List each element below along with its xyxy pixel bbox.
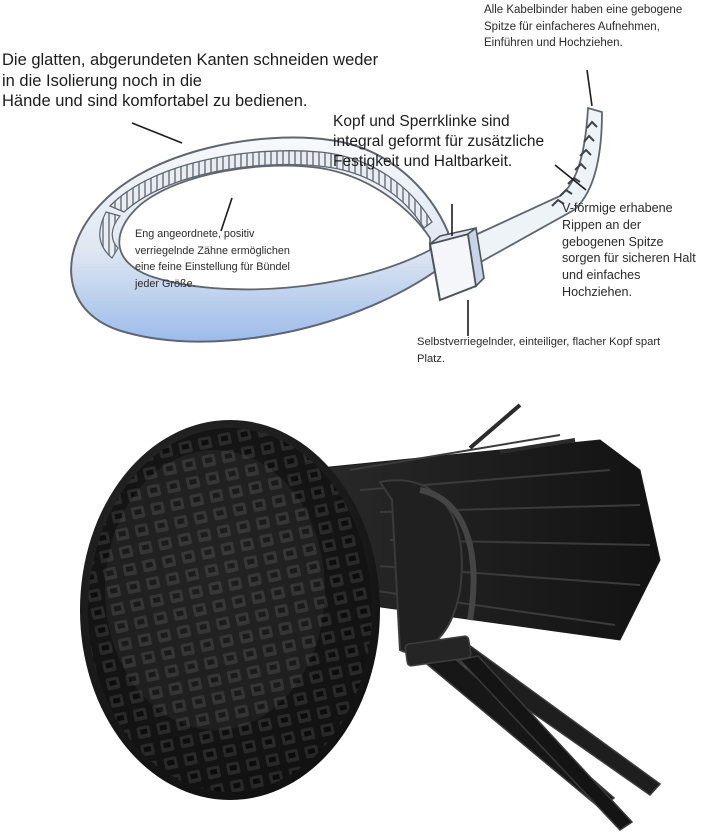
annotation-curved-tip: Alle Kabelbinder haben eine gebogene Spi…	[484, 4, 683, 49]
annotation-head-pawl: Kopf und Sperrklinke sind integral gefor…	[333, 113, 545, 170]
cable-tie-illustration	[70, 69, 603, 343]
bundle-binding-straps	[378, 479, 477, 654]
tie-tail	[458, 106, 603, 270]
tie-band-side	[99, 211, 122, 259]
annotation-v-ribs: V-förmige erhabene Rippen an der gebogen…	[562, 201, 696, 299]
loose-ties	[404, 635, 662, 831]
callout-lines	[131, 69, 593, 336]
annotation-teeth: Eng angeordnete, positiv verriegelnde Zä…	[135, 228, 290, 290]
locking-head	[428, 226, 485, 302]
tie-teeth-strip	[108, 150, 433, 229]
annotation-flat-head: Selbstverriegelnder, einteiliger, flache…	[417, 336, 661, 365]
tie-loop-inner	[118, 164, 431, 291]
annotation-rounded-edges: Die glatten, abgerundeten Kanten schneid…	[2, 51, 379, 110]
v-ribs	[551, 120, 598, 207]
